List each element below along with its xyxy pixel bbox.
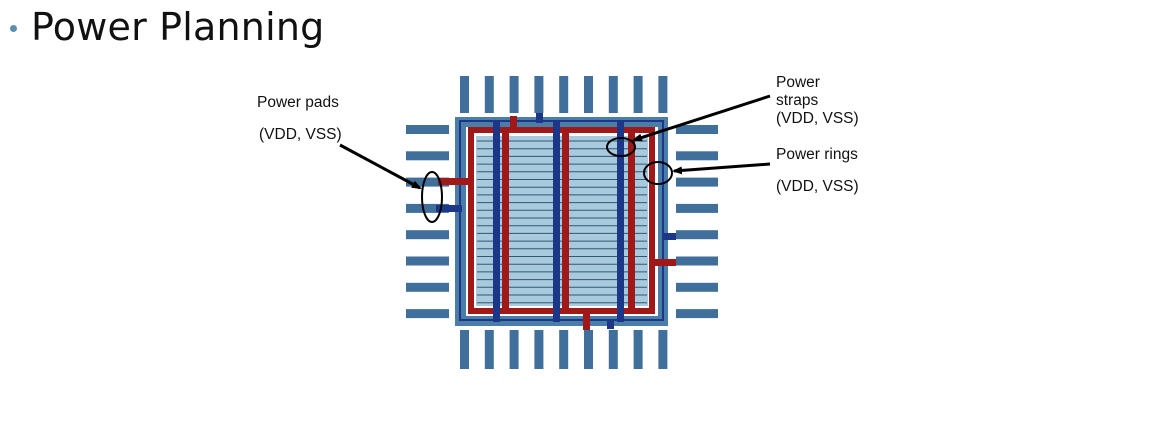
left-vdd-connection — [438, 178, 471, 185]
io-pad — [509, 330, 519, 369]
right-vdd-connection — [652, 259, 676, 266]
vss-power-straps — [493, 120, 624, 322]
io-pad — [559, 330, 569, 369]
io-pad — [406, 309, 449, 319]
io-pad — [484, 76, 494, 113]
power-pads-ellipse — [421, 171, 443, 223]
power-rings-ellipse — [643, 161, 673, 185]
io-pad — [676, 177, 718, 187]
io-pad — [676, 256, 718, 266]
io-pad — [484, 330, 494, 369]
io-pad — [534, 330, 544, 369]
io-pad — [406, 177, 449, 187]
power-rings-label-line2: (VDD, VSS) — [776, 178, 859, 195]
callout-arrows — [339, 94, 771, 190]
io-pad — [584, 330, 593, 369]
io-pad — [633, 76, 643, 113]
io-pad — [658, 330, 668, 369]
bullet-icon — [10, 24, 17, 32]
vdd-strap-3 — [628, 130, 635, 311]
power-straps-label-line2: straps — [776, 92, 819, 109]
power-rings-label: Power rings — [776, 146, 858, 164]
power-straps-label-line1: Power — [776, 74, 820, 91]
top-vdd-connection — [510, 116, 517, 131]
vss-power-ring — [459, 120, 664, 321]
vdd-strap-1 — [502, 130, 509, 311]
io-pad — [676, 230, 718, 240]
io-pad — [406, 203, 449, 213]
io-pad — [676, 151, 718, 161]
power-rings-sublabel: (VDD, VSS) — [776, 178, 859, 196]
power-straps-arrow — [632, 94, 771, 142]
power-straps-label: Power straps (VDD, VSS) — [776, 74, 859, 128]
power-pads-arrow — [339, 143, 422, 190]
io-pad — [559, 76, 569, 113]
io-pad — [676, 125, 718, 134]
top-io-pads — [460, 76, 668, 113]
left-vss-connection — [436, 205, 462, 212]
io-pad — [406, 230, 449, 240]
bottom-io-pads — [460, 330, 668, 369]
power-pads-label-line2: (VDD, VSS) — [259, 126, 342, 143]
vdd-power-ring — [468, 127, 655, 314]
power-straps-label-line3: (VDD, VSS) — [776, 110, 859, 127]
right-vss-connection — [662, 233, 676, 240]
power-pads-label-line1: Power pads — [257, 94, 339, 111]
left-io-pads — [406, 125, 449, 319]
io-pad — [406, 125, 449, 134]
io-pad — [406, 256, 449, 266]
io-pad — [658, 76, 668, 113]
callout-ellipses — [421, 137, 673, 223]
io-pad — [584, 76, 593, 113]
bottom-vss-connection — [607, 321, 614, 329]
io-pad — [406, 282, 449, 292]
power-straps-ellipse — [606, 137, 636, 157]
io-pad — [406, 151, 449, 161]
io-pad — [460, 76, 469, 113]
vss-strap-3 — [617, 120, 624, 322]
io-pad — [676, 309, 718, 319]
right-io-pads — [676, 125, 718, 319]
power-pads-sublabel: (VDD, VSS) — [259, 126, 342, 144]
io-pad — [608, 76, 618, 113]
io-pad — [676, 203, 718, 213]
vss-strap-1 — [493, 120, 500, 322]
vdd-power-straps — [502, 130, 635, 311]
pad-connections — [436, 113, 676, 330]
vss-strap-2 — [553, 120, 560, 322]
power-rings-label-line1: Power rings — [776, 146, 858, 163]
bottom-vdd-connection — [583, 311, 590, 330]
io-pad — [633, 330, 643, 369]
slide-title-row: Power Planning — [10, 4, 324, 50]
io-pad — [460, 330, 469, 369]
slide-title: Power Planning — [31, 5, 325, 49]
power-rings-arrow — [672, 162, 771, 175]
io-pad — [534, 76, 544, 113]
io-pad — [608, 330, 618, 369]
vdd-strap-2 — [562, 130, 569, 311]
io-pad — [509, 76, 519, 113]
io-pad — [676, 282, 718, 292]
power-pads-label: Power pads — [257, 94, 339, 112]
top-vss-connection — [536, 113, 543, 123]
